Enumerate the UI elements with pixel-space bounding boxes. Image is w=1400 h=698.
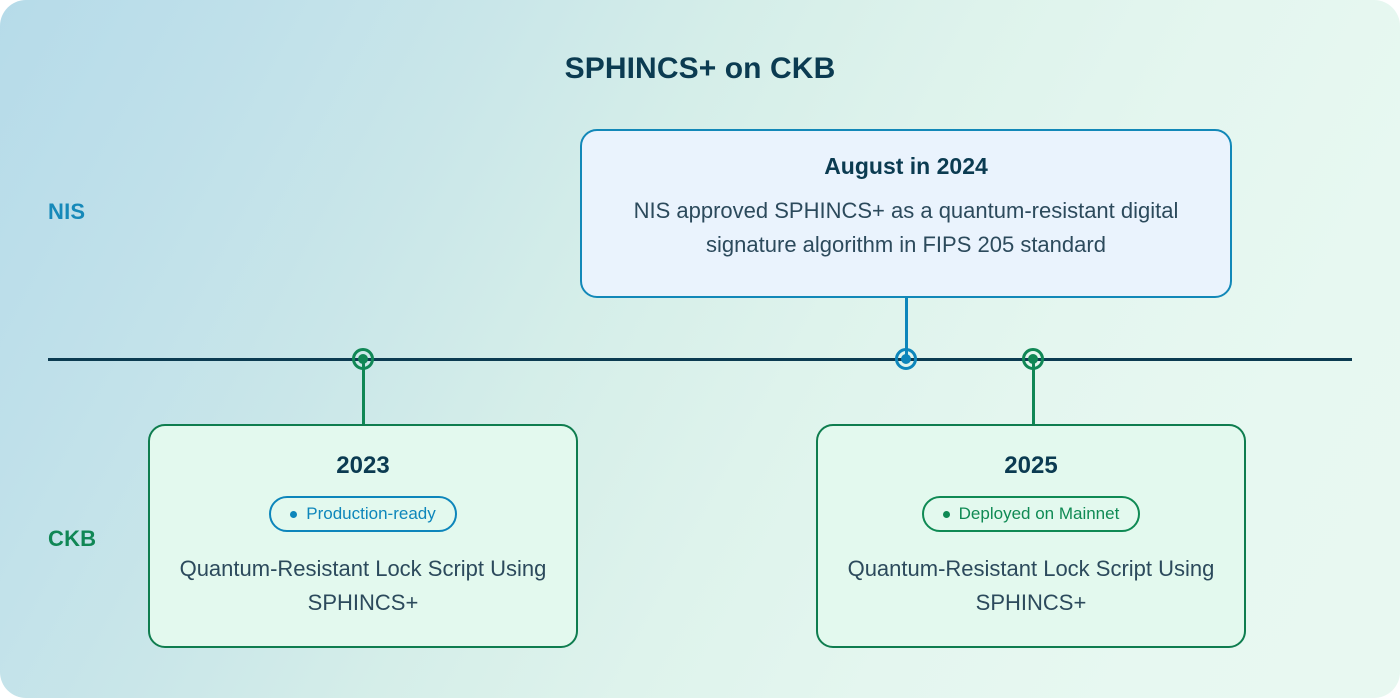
event-card-description: Quantum-Resistant Lock Script Using SPHI… [179, 556, 547, 615]
timeline-marker-2024[interactable] [895, 348, 917, 370]
badge-row: Deployed on Mainnet [818, 496, 1244, 532]
badge-row: Production-ready [150, 496, 576, 532]
timeline-marker-2023[interactable] [352, 348, 374, 370]
lane-label-ckb: CKB [48, 526, 97, 551]
timeline-axis [48, 358, 1352, 361]
bullet-dot-icon [942, 510, 950, 518]
event-card-year: 2023 [336, 452, 390, 479]
lane-label-nis: NIS [48, 199, 86, 224]
status-badge-production-ready[interactable]: Production-ready [269, 496, 457, 532]
status-badge-deployed-on-mainnet[interactable]: Deployed on Mainnet [921, 496, 1141, 532]
event-card-ckb-2025[interactable]: 2025 Deployed on Mainnet Quantum-Resista… [816, 424, 1246, 648]
event-card-body: NIS approved SPHINCS+ as a quantum-resis… [633, 198, 1179, 257]
connector-line-nis-2024 [905, 297, 908, 359]
connector-line-ckb-2025 [1032, 358, 1035, 426]
timeline-marker-2025[interactable] [1022, 348, 1044, 370]
connector-line-ckb-2023 [362, 358, 365, 426]
event-card-year: 2025 [1004, 452, 1058, 479]
page-title: SPHINCS+ on CKB [564, 52, 836, 85]
event-card-heading: August in 2024 [824, 153, 988, 179]
event-card-ckb-2023[interactable]: 2023 Production-ready Quantum-Resistant … [148, 424, 578, 648]
status-badge-label: Production-ready [306, 504, 436, 523]
bullet-dot-icon [290, 510, 298, 518]
event-card-nis-2024[interactable]: August in 2024 NIS approved SPHINCS+ as … [580, 129, 1232, 298]
event-card-description: Quantum-Resistant Lock Script Using SPHI… [847, 556, 1215, 615]
status-badge-label: Deployed on Mainnet [958, 504, 1120, 523]
